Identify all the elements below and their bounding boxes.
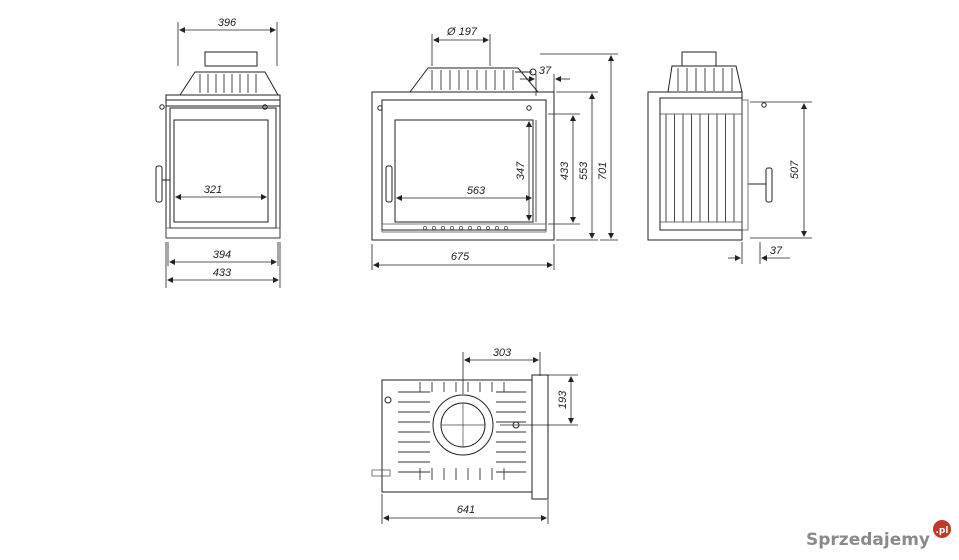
dim-553-label: 553: [578, 161, 590, 180]
flue-collar: [681, 51, 717, 67]
dim-701-label: 701: [597, 162, 609, 180]
side-ribs: [660, 113, 742, 223]
dim-396-label: 396: [218, 17, 237, 29]
vent-hole: [495, 226, 499, 230]
dim-675-label: 675: [451, 251, 470, 263]
flue-ring-outer: [432, 394, 494, 456]
left-lip: [371, 469, 391, 477]
dim-37-side-label: 37: [770, 245, 783, 257]
vent-hole: [477, 226, 481, 230]
vent-hole: [486, 226, 490, 230]
top-view: 303 193 641: [371, 347, 578, 524]
side-view: 507 37: [647, 51, 812, 264]
vent-hole: [468, 226, 472, 230]
door-edge: [741, 99, 749, 231]
front-view-narrow: 396 321 394 433: [155, 17, 281, 288]
dim-321-label: 321: [204, 184, 222, 196]
door-handle: [385, 165, 393, 203]
dim-flue-diameter-label: Ø 197: [446, 26, 478, 38]
vent-hole: [441, 226, 445, 230]
hood-ribs: [677, 68, 733, 91]
dim-641-label: 641: [457, 504, 475, 516]
vent-hole: [423, 226, 427, 230]
flue-collar: [204, 51, 258, 67]
vent-hole: [432, 226, 436, 230]
dim-433-label: 433: [213, 267, 232, 279]
air-vent-strip: [381, 223, 547, 233]
hood-fins: [199, 74, 257, 93]
dim-193-label: 193: [557, 390, 569, 409]
dim-507-label: 507: [789, 160, 801, 179]
ash-lip: [165, 227, 281, 239]
dim-433-height-label: 433: [559, 161, 571, 180]
glass-panel: [173, 119, 269, 223]
front-frame: [531, 374, 549, 500]
front-view-wide: Ø 197 37 563 675 347 433 553 701: [371, 26, 618, 270]
watermark-tld: .pl: [936, 526, 949, 536]
dim-303-label: 303: [493, 347, 512, 359]
body-outline: [165, 94, 281, 239]
top-band: [165, 99, 281, 107]
dim-394-label: 394: [213, 249, 231, 261]
body-outline: [371, 91, 555, 241]
vent-hole: [459, 226, 463, 230]
dim-37-label: 37: [539, 65, 552, 77]
watermark-brand: Sprzedajemy: [806, 530, 930, 550]
dim-347-label: 347: [515, 161, 527, 180]
side-panel: [659, 97, 743, 231]
door-frame: [381, 99, 547, 231]
hood-fins: [431, 70, 514, 90]
door-handle: [155, 165, 163, 203]
watermark: Sprzedajemy .pl: [806, 520, 951, 550]
glass-panel: [394, 119, 534, 223]
air-vent-holes: [423, 226, 508, 230]
vent-hole: [504, 226, 508, 230]
door-frame: [169, 107, 277, 229]
body-outline: [381, 379, 533, 493]
dim-563-label: 563: [467, 185, 486, 197]
watermark-logo-dot: [933, 520, 951, 538]
hood: [179, 71, 279, 96]
top-ribs: [398, 382, 526, 480]
vent-hole: [450, 226, 454, 230]
door-handle: [765, 167, 773, 203]
